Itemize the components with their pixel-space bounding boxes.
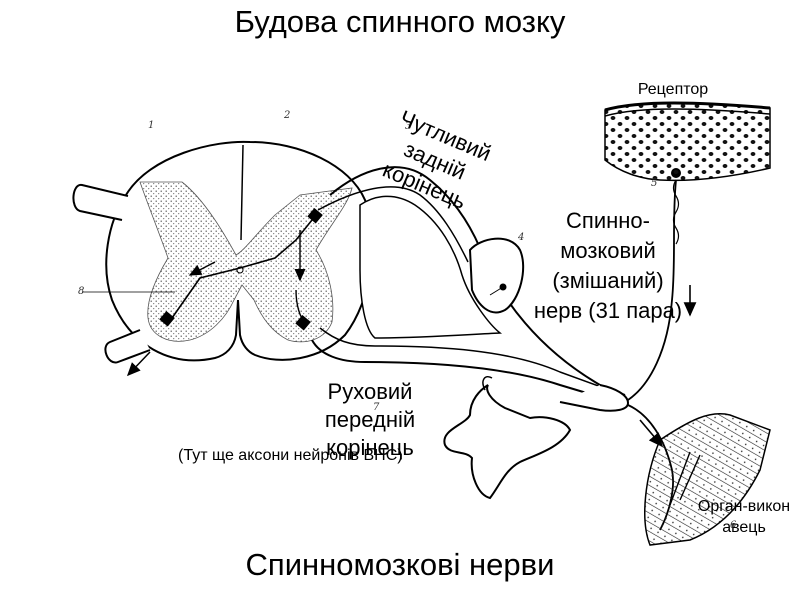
figure-number-4: 4 bbox=[518, 232, 525, 243]
figure-number-3: 3 bbox=[405, 121, 412, 132]
page-title: Будова спинного мозку bbox=[234, 4, 566, 39]
effector-muscle bbox=[644, 413, 771, 546]
dorsal-root-ganglion bbox=[468, 237, 525, 314]
section-title: Спинномозкові нерви bbox=[245, 547, 555, 582]
figure-number-6: 6 bbox=[730, 520, 737, 531]
figure-number-5: 5 bbox=[651, 178, 658, 189]
skin-receptor-tissue bbox=[604, 102, 771, 182]
motor-root-note: (Тут ще аксони нейронів ВНС) bbox=[178, 447, 403, 464]
receptor-label: Рецептор bbox=[637, 81, 709, 98]
autonomic-ganglion bbox=[443, 384, 572, 500]
figure-number-8: 8 bbox=[78, 286, 85, 297]
figure-number-1: 1 bbox=[148, 120, 155, 131]
dorsal-root bbox=[329, 166, 626, 396]
grey-matter bbox=[139, 181, 353, 343]
ventral-root bbox=[311, 339, 611, 401]
effector-label: Орган-виконавець bbox=[697, 498, 791, 536]
spinal-nerve-label: Спинно-мозковий (змішаний) нерв (31 пара… bbox=[533, 208, 683, 323]
motor-root-label: Руховий передній корінець bbox=[324, 379, 416, 460]
figure-number-2: 2 bbox=[284, 110, 291, 121]
spinal-cord-outline bbox=[105, 140, 374, 362]
figure-number-7: 7 bbox=[373, 402, 380, 413]
